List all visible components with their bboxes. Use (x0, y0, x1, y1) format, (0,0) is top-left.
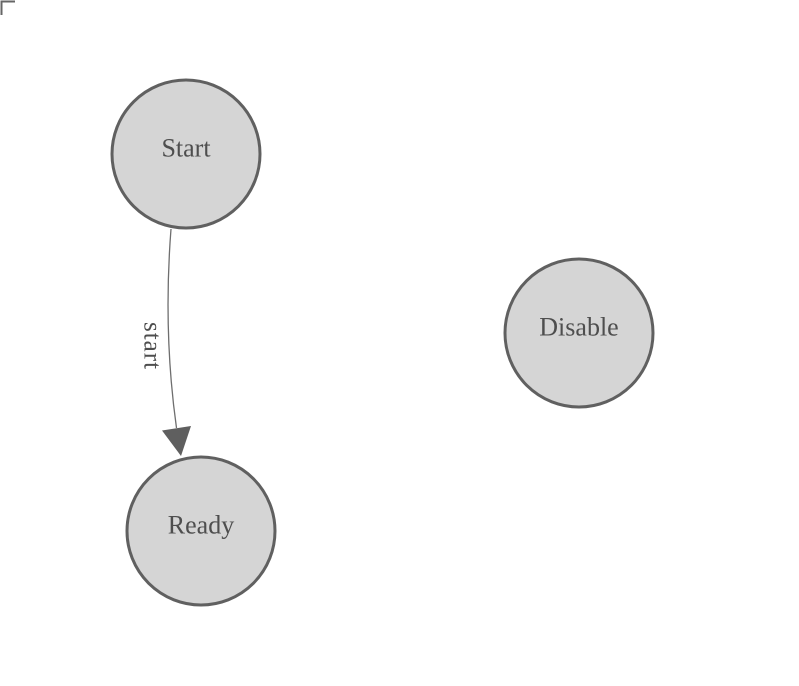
node-ready[interactable]: Ready (125, 455, 277, 607)
node-ready-circle[interactable] (125, 455, 277, 607)
edge-label: start (139, 322, 166, 370)
node-start-label: Start (161, 134, 211, 163)
node-disable[interactable]: Disable (503, 257, 655, 409)
node-disable-label: Disable (539, 313, 618, 342)
node-start[interactable]: Start (110, 78, 262, 230)
node-disable-circle[interactable] (503, 257, 655, 409)
node-start-circle[interactable] (110, 78, 262, 230)
origin-corner-marker (0, 0, 15, 15)
edge-line[interactable] (167, 228, 178, 429)
edge-arrowhead-icon (162, 426, 191, 456)
edge-start-to-ready[interactable]: start (139, 228, 192, 456)
node-ready-label: Ready (168, 511, 234, 540)
